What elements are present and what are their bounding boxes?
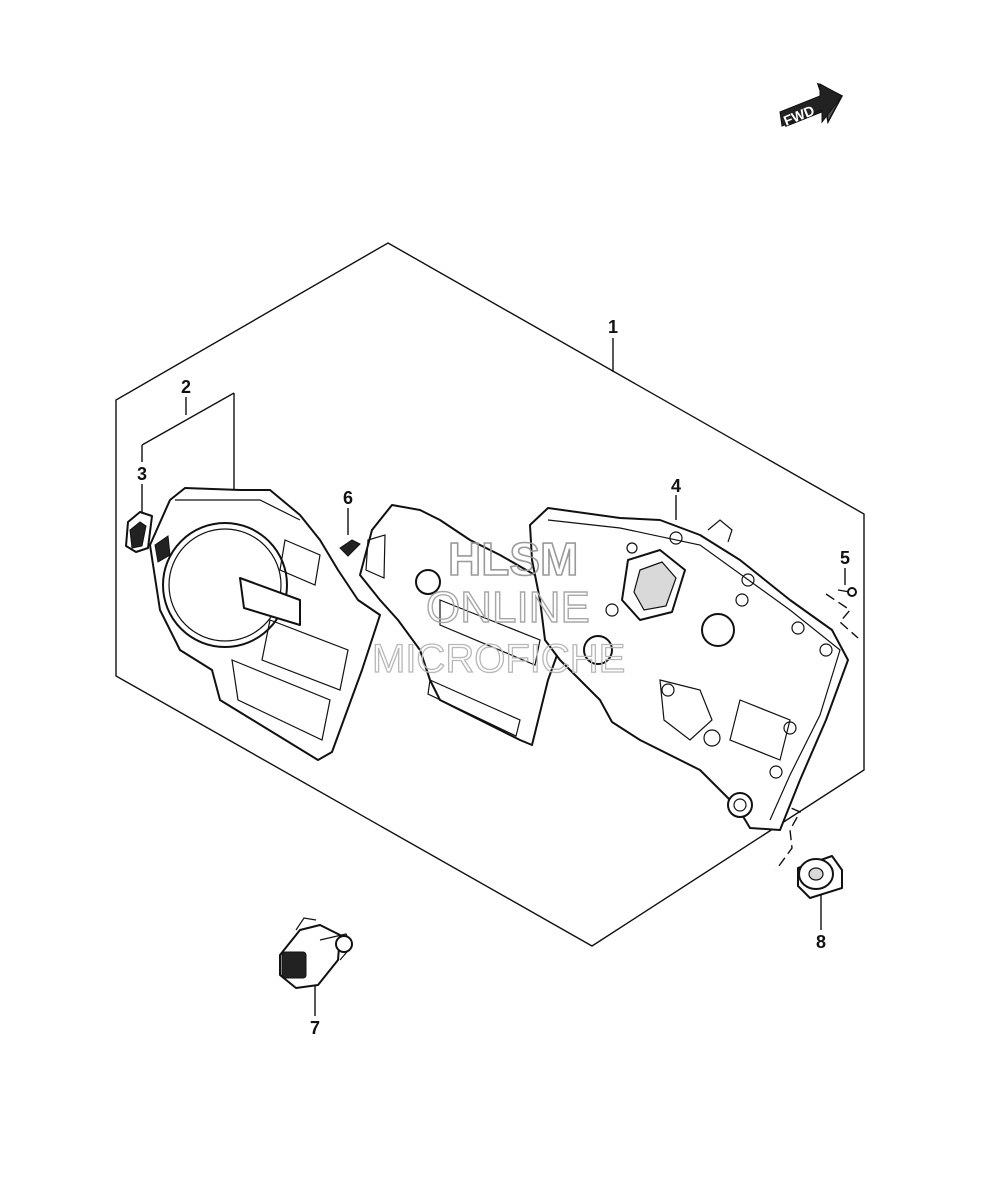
callout-1: 1 bbox=[608, 317, 618, 337]
callout-4: 4 bbox=[671, 476, 681, 496]
meter-case-part-4 bbox=[529, 507, 849, 831]
callout-3: 3 bbox=[137, 464, 147, 484]
button-knob-part-3 bbox=[125, 511, 153, 553]
watermark-line-1: HLSM bbox=[448, 533, 578, 585]
connector-part-7 bbox=[279, 917, 353, 989]
assembly-boundary bbox=[115, 242, 865, 947]
meter-cover-part-2 bbox=[149, 487, 381, 761]
screw-part-5 bbox=[837, 587, 857, 597]
callout-5: 5 bbox=[840, 548, 850, 568]
watermark-line-3: MICROFICHE bbox=[372, 637, 625, 681]
callout-8: 8 bbox=[816, 932, 826, 952]
grommet-part-8 bbox=[797, 855, 843, 899]
fwd-label: FWD bbox=[781, 102, 817, 129]
callout-leaders bbox=[141, 338, 859, 1016]
watermark: HLSM ONLINE MICROFICHE bbox=[371, 532, 626, 681]
watermark-line-2: ONLINE bbox=[426, 583, 590, 632]
callout-7: 7 bbox=[310, 1018, 320, 1038]
display-module bbox=[359, 504, 573, 746]
callout-6: 6 bbox=[343, 488, 353, 508]
callout-2: 2 bbox=[181, 377, 191, 397]
fwd-arrow-icon: FWD bbox=[779, 82, 844, 129]
clip-part-6 bbox=[339, 539, 361, 557]
